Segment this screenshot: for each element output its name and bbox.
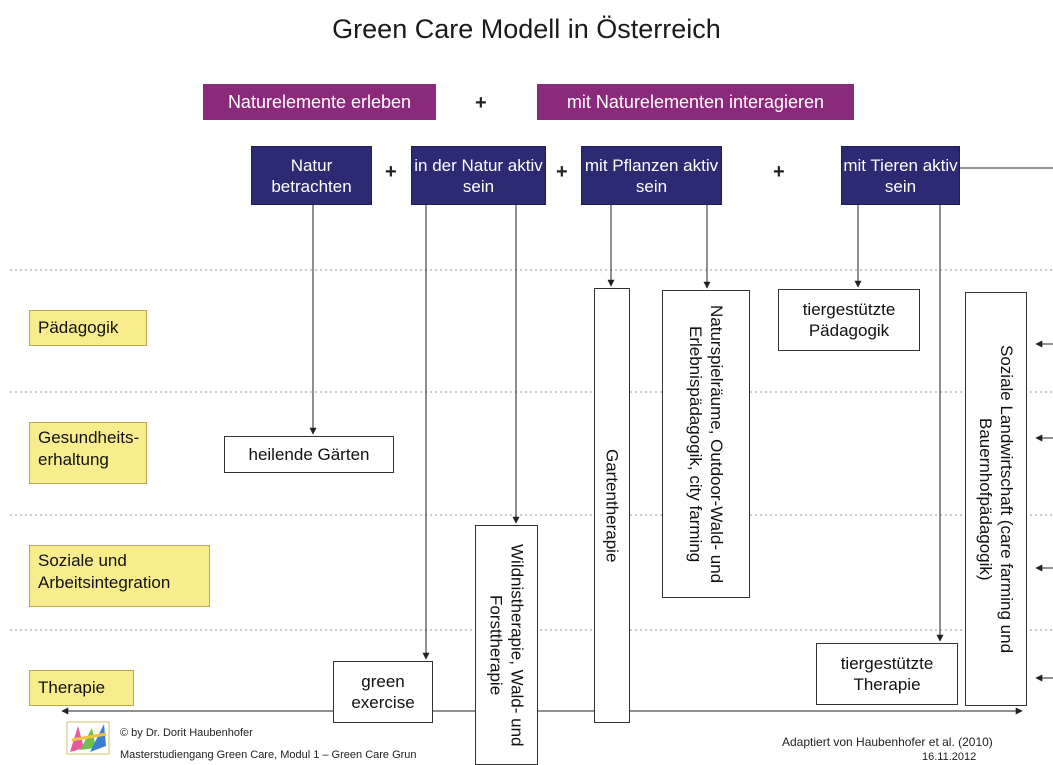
tiergestuetzte-therapie-box: tiergestützte Therapie [816, 643, 958, 705]
category-soziale-arbeitsintegration: Soziale und Arbeitsintegration [29, 545, 210, 607]
tiergestuetzte-paedagogik-box: tiergestützte Pädagogik [778, 289, 920, 351]
footer-course: Masterstudiengang Green Care, Modul 1 – … [120, 749, 417, 761]
heilende-gaerten-box: heilende Gärten [224, 436, 394, 473]
plus-sign: + [773, 161, 785, 183]
plus-sign: + [385, 161, 397, 183]
activity-mit-pflanzen-aktiv-sein: mit Pflanzen aktiv sein [581, 146, 722, 205]
plus-sign: + [475, 92, 487, 114]
mit-naturelementen-interagieren-box: mit Naturelementen interagieren [537, 84, 854, 120]
plus-sign: + [556, 161, 568, 183]
soziale-landwirtschaft-box: Soziale Landwirtschaft (care farming und… [965, 292, 1027, 706]
page-title: Green Care Modell in Österreich [332, 14, 721, 44]
wildnistherapie-box: Wildnistherapie, Wald- und Forsttherapie [475, 525, 538, 765]
activity-mit-tieren-aktiv-sein: mit Tieren aktiv sein [841, 146, 960, 205]
footer-adapted: Adaptiert von Haubenhofer et al. (2010) [782, 735, 993, 749]
activity-natur-betrachten: Natur betrachten [251, 146, 372, 205]
footer-copyright: © by Dr. Dorit Haubenhofer [120, 727, 253, 739]
category-therapie: Therapie [29, 670, 134, 706]
gartentherapie-label: Gartentherapie [602, 448, 622, 563]
naturelemente-erleben-box: Naturelemente erleben [203, 84, 436, 120]
logo [66, 718, 112, 756]
activity-in-der-natur-aktiv-sein: in der Natur aktiv sein [411, 146, 546, 205]
logo-icon [66, 721, 110, 755]
gartentherapie-box: Gartentherapie [594, 288, 630, 723]
category-paedagogik: Pädagogik [29, 310, 147, 346]
soziale-landwirtschaft-label: Soziale Landwirtschaft (care farming und… [976, 344, 1016, 654]
wildnistherapie-label: Wildnistherapie, Wald- und Forsttherapie [486, 543, 527, 747]
footer-date: 16.11.2012 [922, 751, 977, 763]
green-exercise-box: green exercise [333, 661, 433, 723]
naturspielraeume-label: Naturspielräume, Outdoor-Wald- und Erleb… [686, 304, 726, 584]
category-gesundheitserhaltung: Gesundheits-erhaltung [29, 422, 147, 484]
naturspielraeume-box: Naturspielräume, Outdoor-Wald- und Erleb… [662, 290, 750, 598]
